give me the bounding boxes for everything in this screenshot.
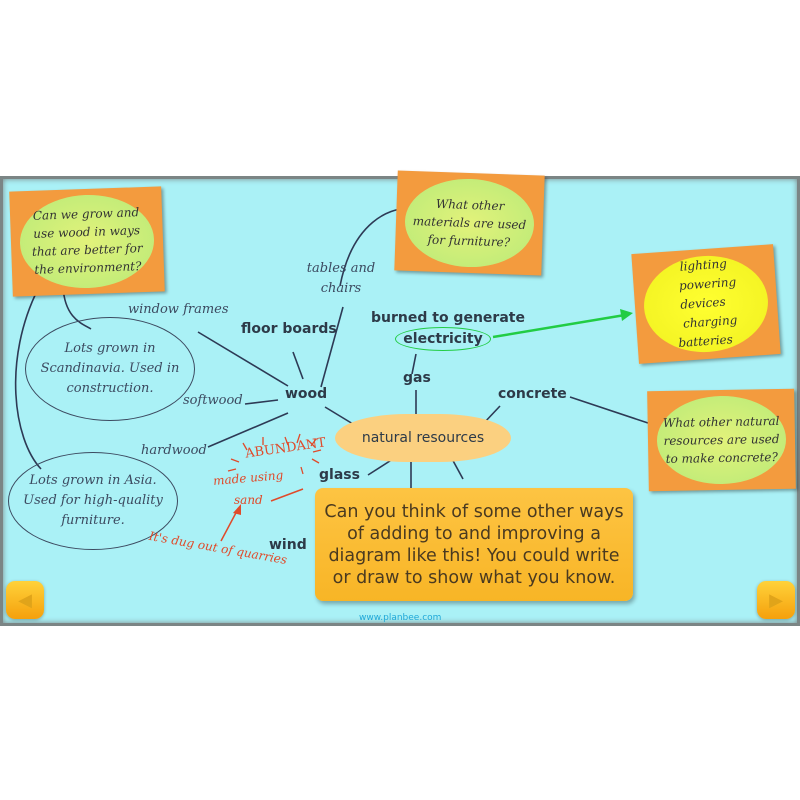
note-text: Can we grow and use wood in ways that ar… xyxy=(31,205,143,278)
line-center-glass xyxy=(367,458,394,476)
triangle-left-icon: ◀ xyxy=(18,589,32,611)
abundant-burst xyxy=(227,433,322,475)
label-softwood: softwood xyxy=(183,393,243,408)
center-label: natural resources xyxy=(361,430,485,446)
line-center-concrete xyxy=(482,405,501,425)
note-text: What other materials are used for furnit… xyxy=(412,196,527,250)
slide: Can we grow and use wood in ways that ar… xyxy=(0,170,800,626)
oval-text: Lots grown in Asia. Used for high-qualit… xyxy=(23,473,163,528)
label-concrete: concrete xyxy=(498,386,567,402)
line-note-oval2 xyxy=(14,288,42,470)
line-floor-boards xyxy=(292,351,304,380)
label-wind: wind xyxy=(269,537,307,553)
label-window-frames: window frames xyxy=(128,302,229,317)
quarries-arrow xyxy=(220,508,239,542)
hardwood-info-oval: Lots grown in Asia. Used for high-qualit… xyxy=(8,452,178,550)
concrete-question-note: What other natural resources are used to… xyxy=(647,388,796,492)
line-concrete-note xyxy=(569,396,649,424)
note-text: What other natural resources are used to… xyxy=(662,413,780,466)
line-center-right xyxy=(450,456,464,480)
electricity-arrow xyxy=(492,313,626,339)
electricity-oval: electricity xyxy=(395,327,491,351)
line-wood-center xyxy=(324,406,354,425)
prompt-text: Can you think of some other ways of addi… xyxy=(324,501,624,588)
oval-text: Lots grown in Scandinavia. Used in const… xyxy=(40,341,180,396)
annotation-sand: sand xyxy=(234,493,263,507)
line-tables-chairs xyxy=(320,306,344,388)
label-glass: glass xyxy=(319,467,360,483)
line-softwood xyxy=(244,399,279,405)
footer-link[interactable]: www.planbee.com xyxy=(359,613,442,623)
label-wood: wood xyxy=(285,386,328,402)
next-button[interactable]: ▶ xyxy=(757,581,795,619)
connector-lines xyxy=(14,208,649,542)
label-tables-chairs: tables and chairs xyxy=(306,261,376,296)
label-burned: burned to generate xyxy=(371,310,525,326)
prompt-box: Can you think of some other ways of addi… xyxy=(315,488,633,601)
label-electricity: electricity xyxy=(403,331,483,347)
softwood-info-oval: Lots grown in Scandinavia. Used in const… xyxy=(25,317,195,421)
line-electricity-gas xyxy=(411,353,417,375)
label-hardwood: hardwood xyxy=(141,443,207,458)
center-node: natural resources xyxy=(338,417,508,459)
line-hardwood xyxy=(207,412,289,448)
label-floor-boards: floor boards xyxy=(241,321,337,337)
triangle-right-icon: ▶ xyxy=(769,589,783,611)
furniture-question-note: What other materials are used for furnit… xyxy=(394,170,545,276)
line-window-frames xyxy=(197,331,289,387)
label-gas: gas xyxy=(403,370,431,386)
wood-question-note: Can we grow and use wood in ways that ar… xyxy=(9,186,165,297)
prev-button[interactable]: ◀ xyxy=(6,581,44,619)
arrow-head xyxy=(620,309,633,321)
sand-line xyxy=(270,488,304,502)
